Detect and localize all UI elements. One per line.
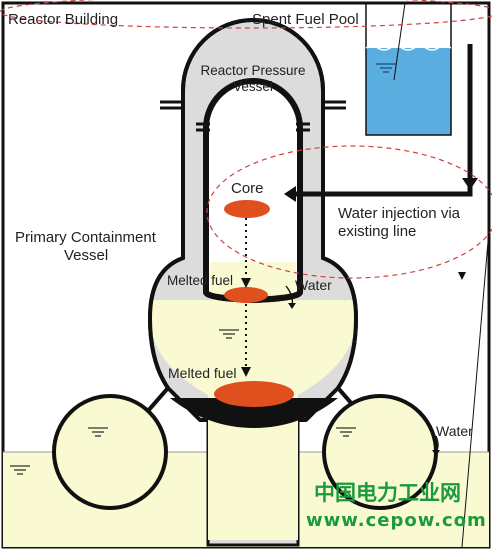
containment-flanges <box>160 100 346 110</box>
water-arrow-lower-head <box>432 450 440 456</box>
spent-fuel-pool-water <box>366 48 451 135</box>
spent-fuel-pool-walls <box>365 3 452 136</box>
pedestal-floor <box>170 398 338 428</box>
rpv-flanges <box>196 122 310 132</box>
containment-outline <box>147 18 359 390</box>
core-label: Core <box>231 180 264 197</box>
melted-fuel-upper-label: Melted fuel <box>167 273 233 288</box>
water-level-symbol-pcv <box>219 329 239 339</box>
pool-surface <box>365 45 452 51</box>
water-level-symbol-ground <box>10 465 30 475</box>
water-injection-pipe <box>288 44 473 197</box>
water-arrow-upper-head <box>288 303 296 309</box>
fuel-fall-arrow-upper <box>241 278 251 288</box>
reactor-building-label: Reactor Building <box>8 11 118 28</box>
left-suppression-chamber <box>52 394 168 510</box>
water-upper-label: Water <box>295 277 332 293</box>
injection-arrow-head <box>284 186 296 202</box>
core-blob <box>224 200 270 218</box>
rpv-label-line1: Reactor Pressure <box>200 63 305 78</box>
melted-fuel-lower-label: Melted fuel <box>168 365 236 381</box>
fuel-fall-arrow-lower <box>241 367 251 377</box>
right-leader-line <box>461 229 490 548</box>
pcv-label-line1: Primary Containment <box>15 229 157 246</box>
water-level-symbol-pool <box>376 63 396 73</box>
pcv-label-line2: Vessel <box>64 247 108 264</box>
melted-fuel-lower-blob <box>214 381 294 407</box>
watermark-line1: 中国电力工业网 <box>314 481 461 505</box>
water-injection-label-line1: Water injection via <box>338 205 461 222</box>
water-level-symbol-left <box>88 427 108 437</box>
pipe-down-arrow <box>462 178 478 190</box>
water-injection-label-line2: existing line <box>338 223 416 240</box>
rpv-label-line2: Vessel <box>233 79 273 94</box>
watermark-line2: www.cepow.com <box>306 510 487 531</box>
melted-fuel-upper-blob <box>224 287 268 303</box>
water-level-symbol-right <box>336 427 356 437</box>
water-lower-label: Water <box>436 423 473 439</box>
pool-leader-line <box>393 2 406 81</box>
spent-fuel-pool-label: Spent Fuel Pool <box>252 11 359 28</box>
dashed-highlight-injection <box>206 145 492 279</box>
right-leader-arrow <box>458 272 466 280</box>
